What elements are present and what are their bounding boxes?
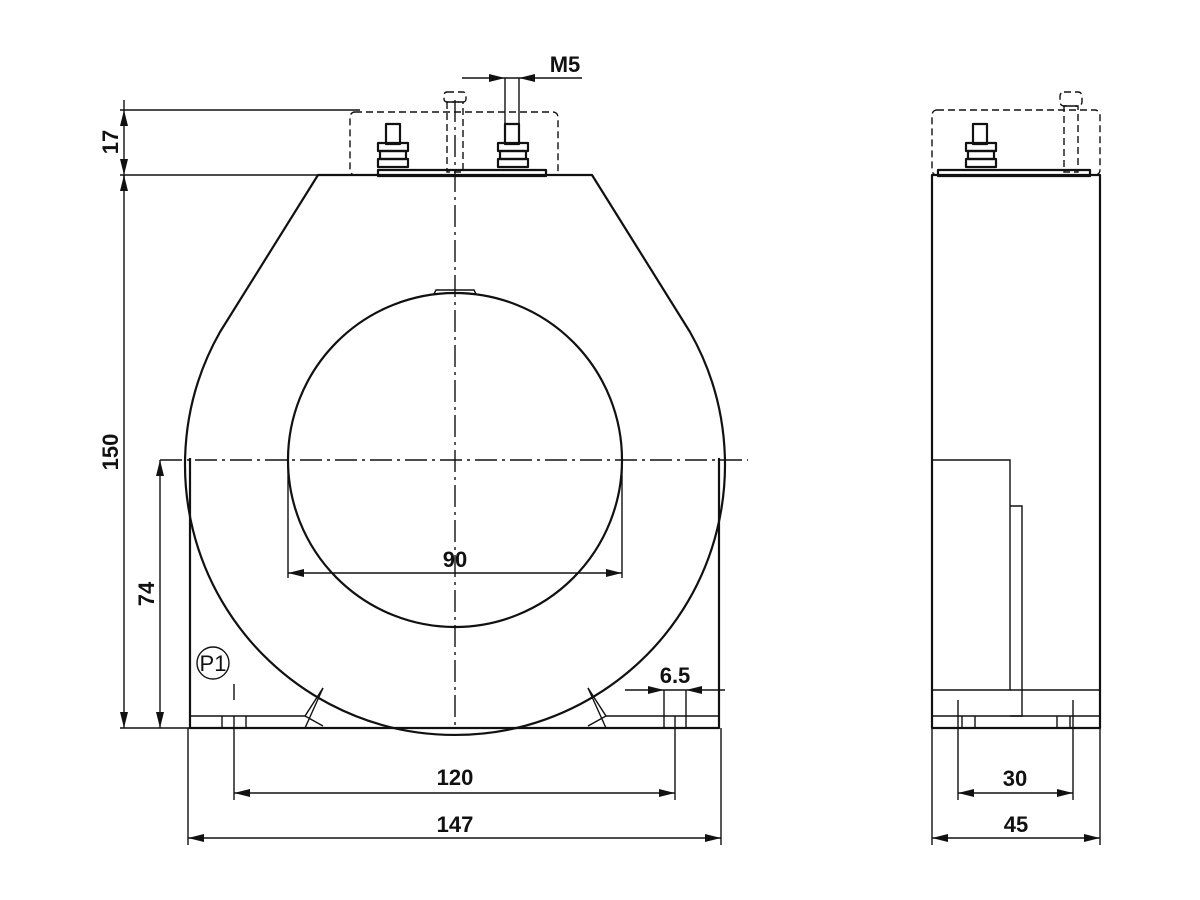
dimension-m5: M5 bbox=[462, 52, 582, 124]
dimension-m5-label: M5 bbox=[550, 52, 581, 77]
side-dimension-total-depth-label: 45 bbox=[1004, 812, 1028, 837]
side-view: 30 45 bbox=[930, 91, 1102, 845]
side-dimension-mounting-distance: 30 bbox=[957, 700, 1074, 800]
side-body bbox=[930, 173, 1102, 730]
dimension-total-width-label: 147 bbox=[437, 812, 474, 837]
dimension-center-height-label: 74 bbox=[134, 581, 159, 606]
terminal-marking-p1: P1 bbox=[196, 646, 235, 700]
side-dimension-mounting-distance-label: 30 bbox=[1003, 766, 1027, 791]
dimension-total-height: 150 bbox=[98, 175, 190, 729]
mounting-slot-left bbox=[221, 716, 247, 728]
base-plate bbox=[188, 458, 721, 730]
transformer-body bbox=[183, 173, 727, 736]
dimension-slot-width: 6.5 bbox=[625, 663, 725, 694]
dimension-slot-width-label: 6.5 bbox=[660, 663, 691, 688]
dimension-cover-height: 17 bbox=[98, 100, 360, 185]
dimension-center-height: 74 bbox=[134, 460, 164, 728]
dimension-mounting-distance-label: 120 bbox=[437, 765, 474, 790]
dimension-window-diameter: 90 bbox=[287, 465, 623, 578]
terminal-screw-left bbox=[376, 122, 410, 169]
dimension-total-width: 147 bbox=[187, 728, 722, 845]
dimension-total-height-label: 150 bbox=[98, 434, 123, 471]
terminal-block bbox=[349, 91, 559, 178]
terminal-label-p1: P1 bbox=[200, 651, 227, 676]
dimension-window-diameter-label: 90 bbox=[443, 547, 467, 572]
side-dimension-total-depth: 45 bbox=[931, 728, 1101, 845]
dimension-cover-height-label: 17 bbox=[98, 130, 123, 154]
side-terminal-screw bbox=[964, 122, 998, 169]
mounting-slot-right bbox=[663, 690, 687, 728]
dimension-mounting-distance: 120 bbox=[233, 716, 676, 800]
front-view: P1 M5 17 150 bbox=[98, 52, 748, 845]
terminal-screw-right bbox=[496, 122, 530, 169]
side-seal-screw bbox=[1059, 91, 1083, 173]
